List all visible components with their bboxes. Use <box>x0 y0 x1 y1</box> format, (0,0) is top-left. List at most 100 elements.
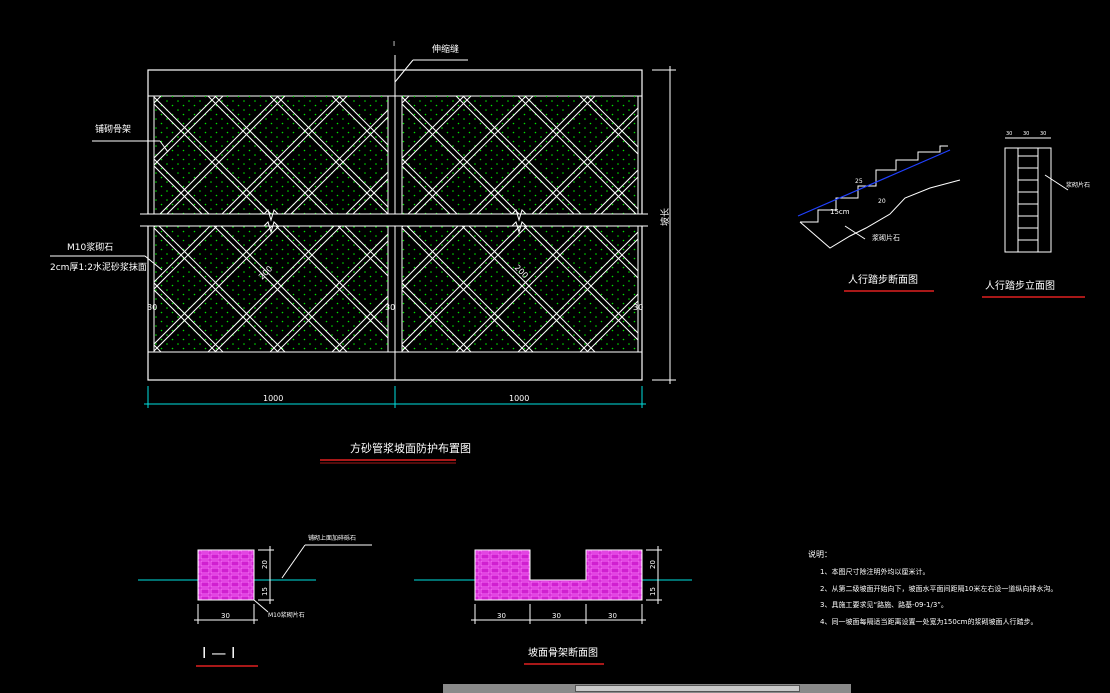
section-2-h1: 20 <box>649 560 657 569</box>
section-2: 20 15 30 30 30 坡面骨架断面图 <box>414 546 692 665</box>
lattice-line <box>642 96 898 352</box>
lattice-line <box>711 96 967 352</box>
lattice-line <box>711 96 967 352</box>
lattice-line <box>704 96 960 352</box>
lattice-line <box>154 96 162 104</box>
lattice-line <box>897 96 1110 352</box>
horizontal-scrollbar[interactable] <box>443 684 851 693</box>
section-1: 铺砌上面加碎砾石 M10浆砌片石 20 15 30 I — I <box>138 534 372 667</box>
lattice-line <box>890 96 1110 352</box>
step-elevation: 30 30 30 浆砌片石 人行踏步立面图 <box>982 131 1090 298</box>
section-1-h1: 20 <box>261 560 269 569</box>
notes-title: 说明： <box>808 549 832 559</box>
notes: 说明： 1、本图尺寸除注明外均以厘米计。 2、从第二级坡面开始向下，坡面水平面间… <box>808 549 1057 626</box>
step-section: 浆砌片石 15cm 25 20 人行踏步断面图 <box>797 145 961 292</box>
step-section-title: 人行踏步断面图 <box>848 273 918 286</box>
lattice-line <box>269 233 388 352</box>
lattice-line <box>586 300 638 352</box>
lattice-line <box>897 96 1110 352</box>
frame-label: 铺砌骨架 <box>95 123 131 135</box>
section-1-masonry <box>197 549 255 601</box>
lattice-line <box>642 96 898 352</box>
dim-width-right: 1000 <box>509 394 529 403</box>
elev-dim-1: 30 <box>1006 131 1012 137</box>
step-elevation-title: 人行踏步立面图 <box>985 279 1055 292</box>
dim-30-left: 30 <box>147 303 157 312</box>
step-section-label: 浆砌片石 <box>872 233 900 242</box>
step-dim-a: 25 <box>855 178 863 185</box>
lattice-line <box>331 96 388 153</box>
material-label-1: M10浆砌石 <box>67 241 113 253</box>
plan-title: 方砂管浆坡面防护布置图 <box>350 441 471 455</box>
slope-line <box>797 149 951 217</box>
lattice-line <box>649 96 905 352</box>
elevation-label: 浆砌片石 <box>1066 181 1090 189</box>
lattice-line <box>269 96 388 215</box>
note-3: 3、具施工要求见“路施、路基-09-1/3”。 <box>820 600 948 609</box>
lattice-line <box>704 96 960 352</box>
elevation-rungs <box>1018 155 1038 241</box>
lattice-line <box>642 96 898 352</box>
lattice-line <box>154 96 224 166</box>
lattice-line <box>154 282 224 352</box>
lattice-line <box>586 96 638 148</box>
lattice-line <box>959 96 1110 352</box>
lattice-line <box>952 96 1110 352</box>
lattice-line <box>154 96 217 159</box>
lattice-line <box>579 96 638 155</box>
main-plan: I 伸缩缝 铺砌骨架 M10浆砌石 2cm厚1:2水泥砂浆抹面 坡长 1000 … <box>0 40 1110 464</box>
break-mark-left <box>263 209 279 222</box>
note-1: 1、本图尺寸除注明外均以厘米计。 <box>820 567 929 576</box>
lattice-line <box>402 227 527 352</box>
lattice-line <box>711 96 967 352</box>
lattice-line <box>402 289 465 352</box>
lattice-line <box>0 96 92 352</box>
lattice-line <box>402 96 465 159</box>
section-1-title: I — I <box>202 644 235 662</box>
lattice-line <box>517 231 638 352</box>
lattice-line <box>711 96 967 352</box>
slope-length-label: 坡长 <box>659 208 671 226</box>
lattice-line <box>704 96 960 352</box>
lattice-line <box>154 289 217 352</box>
lattice-line <box>524 238 638 352</box>
section-1-h2: 15 <box>261 587 269 596</box>
lattice-line <box>649 96 905 352</box>
lattice-line <box>579 293 638 352</box>
expansion-joint-label: 伸缩缝 <box>432 43 459 55</box>
note-2: 2、从第二级坡面开始向下，坡面水平面间距隔10米左右设一道纵向排水沟。 <box>820 584 1057 593</box>
note-4: 4、同一坡面每隔适当距离设置一处宽为150cm的浆砌坡面人行踏步。 <box>820 617 1037 626</box>
section-2-w3: 30 <box>608 612 617 620</box>
lattice-line <box>952 96 1110 352</box>
lattice-line <box>338 96 388 146</box>
lattice-line <box>402 96 472 166</box>
break-mark-right <box>511 209 527 222</box>
lattice-line <box>331 295 388 352</box>
lattice-line <box>890 96 1110 352</box>
section-1-top-label: 铺砌上面加碎砾石 <box>308 534 356 542</box>
lattice-line <box>524 96 638 210</box>
elevation-outline <box>1004 147 1052 253</box>
material-label-2: 2cm厚1:2水泥砂浆抹面 <box>50 261 147 273</box>
scrollbar-thumb[interactable] <box>575 685 800 692</box>
section-mark-top: I <box>393 40 395 48</box>
lattice-line <box>649 96 905 352</box>
step-dim-c: 15cm <box>830 208 850 216</box>
lattice-line <box>338 302 388 352</box>
elev-dim-2: 30 <box>1023 131 1029 137</box>
lattice-line <box>959 96 1110 352</box>
lattice-line <box>773 96 1029 352</box>
lattice-line <box>649 96 905 352</box>
dim-width-left: 1000 <box>263 394 283 403</box>
lattice-line <box>0 96 99 352</box>
lattice-line <box>276 240 388 352</box>
section-2-w1: 30 <box>497 612 506 620</box>
lattice-line <box>276 96 388 208</box>
section-2-title: 坡面骨架断面图 <box>528 646 598 659</box>
lattice-line <box>517 96 638 217</box>
lattice-line <box>154 344 162 352</box>
lattice-line <box>402 96 527 221</box>
section-1-mat-label: M10浆砌片石 <box>268 611 305 619</box>
dim-30-mid: 30 <box>385 303 395 312</box>
